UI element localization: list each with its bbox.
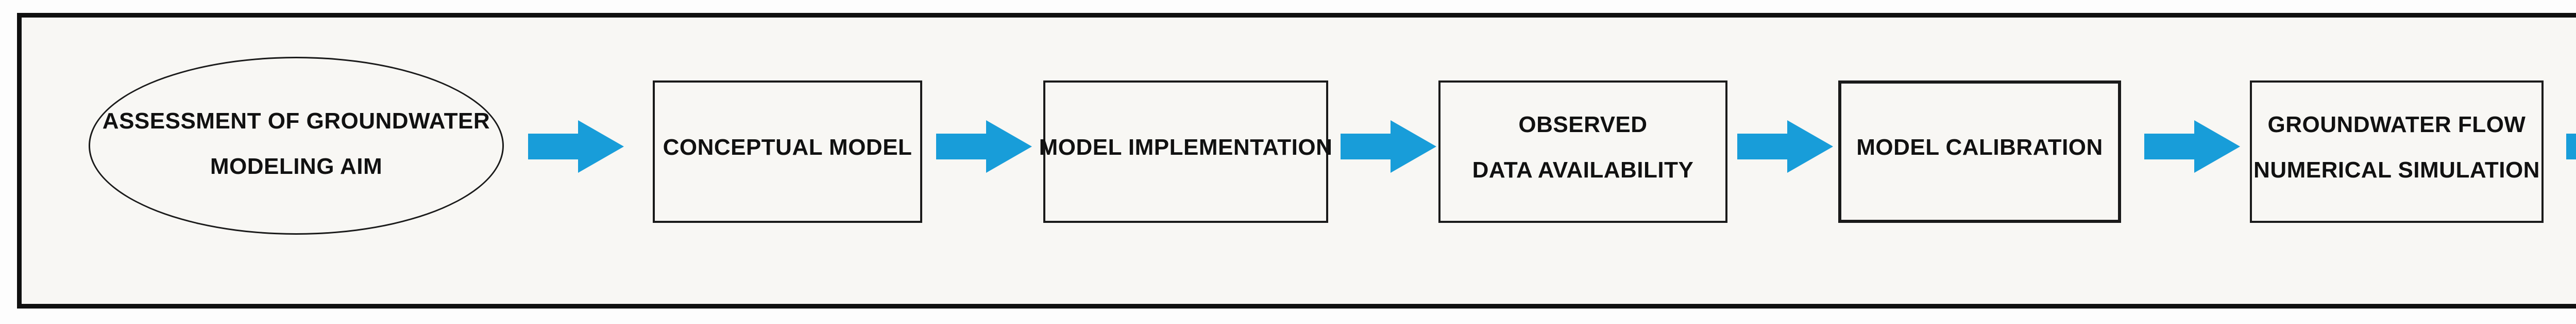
node-text-line: MODEL IMPLEMENTATION	[1039, 135, 1333, 160]
flow-arrow-icon	[2566, 134, 2576, 159]
node-text-line: NUMERICAL SIMULATION	[2253, 157, 2540, 183]
node-conceptual-model: CONCEPTUAL MODEL	[653, 80, 922, 223]
node-text-line: OBSERVED	[1518, 112, 1648, 137]
node-text-line: GROUNDWATER FLOW	[2267, 112, 2526, 137]
node-label: MODEL CALIBRATION	[1856, 125, 2103, 170]
node-text-line: DATA AVAILABILITY	[1472, 157, 1694, 183]
node-text-line: CONCEPTUAL MODEL	[663, 135, 912, 160]
flow-arrow-icon	[1737, 120, 1833, 173]
node-label: ASSESSMENT OF GROUNDWATER MODELING AIM	[103, 99, 490, 189]
node-groundwater-simulation: GROUNDWATER FLOW NUMERICAL SIMULATION	[2250, 80, 2544, 223]
node-assessment-aim: ASSESSMENT OF GROUNDWATER MODELING AIM	[89, 57, 504, 235]
node-text-line: MODEL CALIBRATION	[1856, 135, 2103, 160]
flow-arrow-icon	[528, 120, 624, 173]
node-label: CONCEPTUAL MODEL	[663, 125, 912, 170]
flow-arrow-icon	[2144, 120, 2240, 173]
node-label: GROUNDWATER FLOW NUMERICAL SIMULATION	[2253, 102, 2540, 193]
node-label: MODEL IMPLEMENTATION	[1039, 125, 1333, 170]
node-label: OBSERVED DATA AVAILABILITY	[1472, 102, 1694, 193]
flow-arrow-icon	[1341, 120, 1436, 173]
node-model-implementation: MODEL IMPLEMENTATION	[1039, 80, 1332, 223]
node-observed-data: OBSERVED DATA AVAILABILITY	[1438, 80, 1727, 223]
node-text-line: ASSESSMENT OF GROUNDWATER	[102, 108, 490, 134]
flow-arrow-icon	[936, 120, 1032, 173]
node-model-calibration: MODEL CALIBRATION	[1838, 80, 2121, 223]
node-text-line: MODELING AIM	[210, 153, 383, 179]
